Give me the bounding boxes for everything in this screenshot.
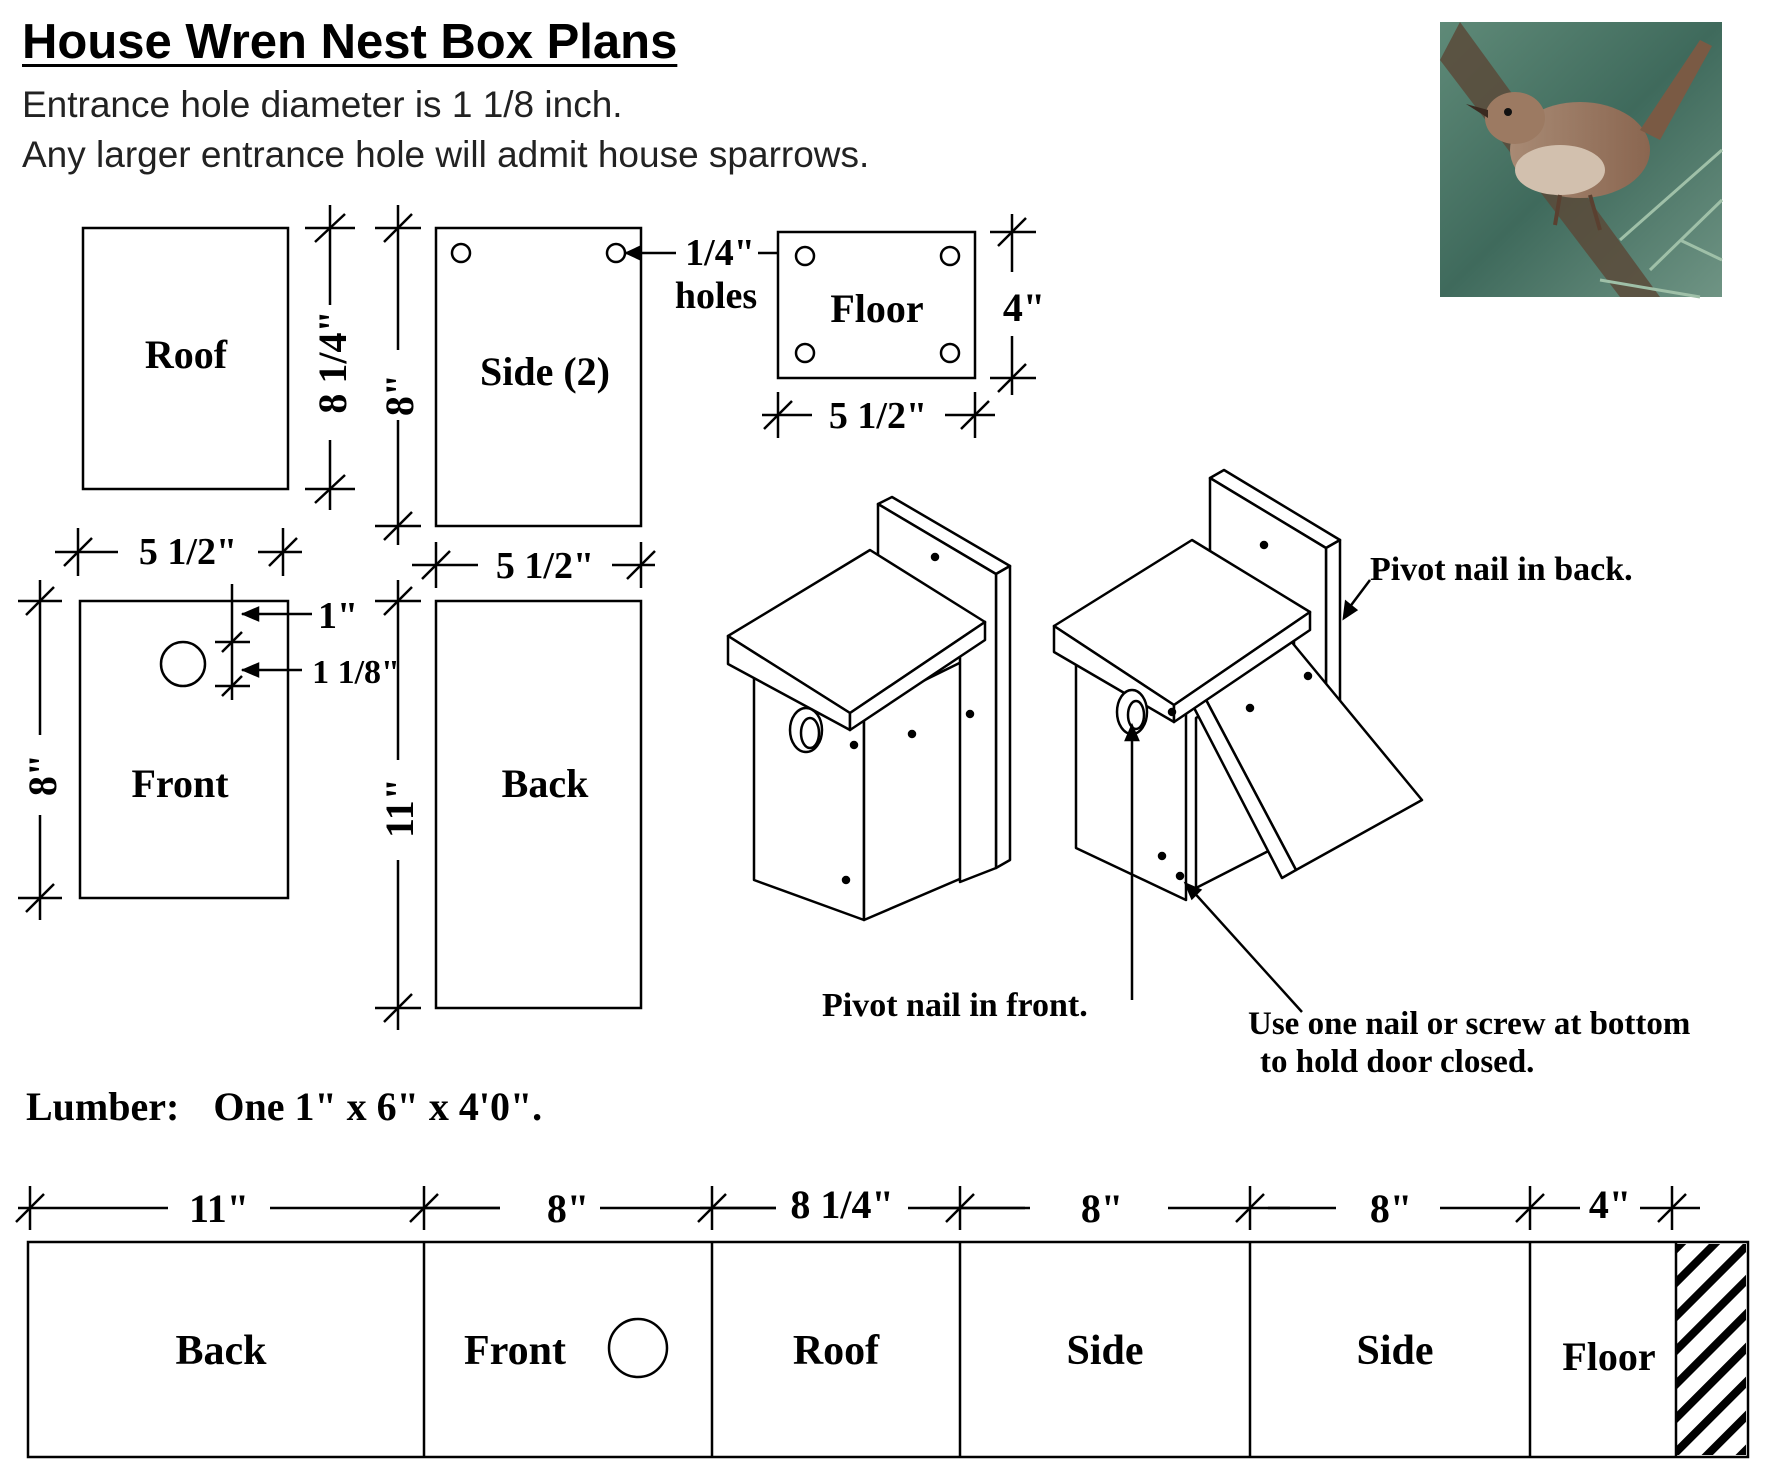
assembled-box-open bbox=[1052, 468, 1424, 902]
floor-panel: Floor bbox=[776, 230, 977, 380]
page-title: House Wren Nest Box Plans bbox=[22, 15, 678, 69]
hole-offset-label: 1" bbox=[318, 595, 358, 637]
back-height-label: 11" bbox=[377, 778, 422, 838]
front-height-label: 8" bbox=[20, 754, 65, 796]
callout-leaders bbox=[1124, 579, 1371, 1013]
wren-eye bbox=[1504, 108, 1512, 116]
lumber-label: Lumber: bbox=[26, 1084, 179, 1129]
roof-panel: Roof bbox=[81, 226, 290, 491]
pivot-front-callout: Pivot nail in front. bbox=[822, 987, 1088, 1024]
roof-width-label: 5 1/2" bbox=[139, 531, 237, 573]
front-label: Front bbox=[131, 761, 229, 806]
board-cut-floor: Floor bbox=[1562, 1334, 1655, 1379]
bottom-nail-callout-line2: to hold door closed. bbox=[1260, 1044, 1534, 1080]
floor-height-label: 4" bbox=[1003, 285, 1045, 330]
board-cut-roof: Roof bbox=[793, 1328, 880, 1374]
hole-diameter-label: 1 1/8" bbox=[312, 654, 400, 691]
board-cut-side-2: Side bbox=[1356, 1328, 1433, 1374]
cut-length-front: 8" bbox=[547, 1186, 589, 1231]
cut-length-side-2: 8" bbox=[1370, 1186, 1412, 1231]
cut-length-back: 11" bbox=[189, 1186, 249, 1231]
side-height-dimension bbox=[375, 205, 421, 545]
front-height-dimension bbox=[18, 580, 62, 920]
wren-photo bbox=[1440, 22, 1724, 299]
wren-tail bbox=[1640, 40, 1712, 140]
floor-label: Floor bbox=[830, 286, 923, 331]
cut-length-roof: 8 1/4" bbox=[790, 1182, 893, 1227]
wren-legs bbox=[1553, 194, 1602, 231]
board-cut-back: Back bbox=[175, 1328, 267, 1374]
wren-beak bbox=[1466, 104, 1488, 118]
roof-label: Roof bbox=[145, 332, 228, 377]
waste-hatch bbox=[1676, 1244, 1746, 1455]
side-hole-left bbox=[450, 242, 472, 264]
pivot-back-callout: Pivot nail in back. bbox=[1370, 551, 1633, 588]
back-panel: Back bbox=[434, 599, 643, 1010]
side-width-label: 5 1/2" bbox=[496, 545, 594, 587]
wren-head bbox=[1485, 92, 1545, 144]
back-height-dimension bbox=[375, 580, 421, 1030]
board-cut-side-1: Side bbox=[1066, 1328, 1143, 1374]
cut-length-floor: 4" bbox=[1589, 1182, 1631, 1227]
wren-breast bbox=[1515, 145, 1605, 195]
floor-width-dimension bbox=[762, 392, 995, 438]
side-height-label: 8" bbox=[377, 374, 422, 416]
cut-dimension-line bbox=[15, 1186, 1700, 1230]
entrance-hole-note: Entrance hole diameter is 1 1/8 inch. bbox=[22, 84, 623, 125]
roof-height-label: 8 1/4" bbox=[310, 310, 355, 413]
cut-length-side-1: 8" bbox=[1081, 1186, 1123, 1231]
bottom-nail-callout-line1: Use one nail or screw at bottom bbox=[1248, 1006, 1690, 1042]
pine-needles bbox=[1599, 148, 1724, 299]
roof-height-dimension bbox=[305, 205, 355, 510]
board-cut-front: Front bbox=[464, 1328, 566, 1374]
hole-position-dimension bbox=[215, 584, 312, 700]
side-panel: Side (2) bbox=[434, 226, 643, 528]
floor-height-dimension bbox=[990, 214, 1036, 395]
board-entrance-hole bbox=[607, 1317, 669, 1379]
floor-width-label: 5 1/2" bbox=[829, 395, 927, 437]
lumber-spec: Lumber: One 1" x 6" x 4'0". bbox=[26, 1084, 542, 1129]
entrance-hole bbox=[159, 640, 207, 688]
back-label: Back bbox=[502, 761, 589, 806]
lumber-board bbox=[26, 1240, 1750, 1459]
side-width-dimension bbox=[412, 542, 656, 588]
sparrow-warning-note: Any larger entrance hole will admit hous… bbox=[22, 134, 870, 175]
holes-word-label: holes bbox=[675, 275, 757, 317]
lumber-spec-value: One 1" x 6" x 4'0". bbox=[213, 1084, 542, 1129]
roof-width-dimension bbox=[55, 528, 302, 576]
side-label: Side (2) bbox=[480, 349, 610, 394]
front-panel: Front bbox=[78, 599, 290, 900]
side-hole-right bbox=[605, 242, 627, 264]
holes-size-label: 1/4" bbox=[685, 232, 755, 274]
assembled-box-closed bbox=[726, 495, 1012, 922]
